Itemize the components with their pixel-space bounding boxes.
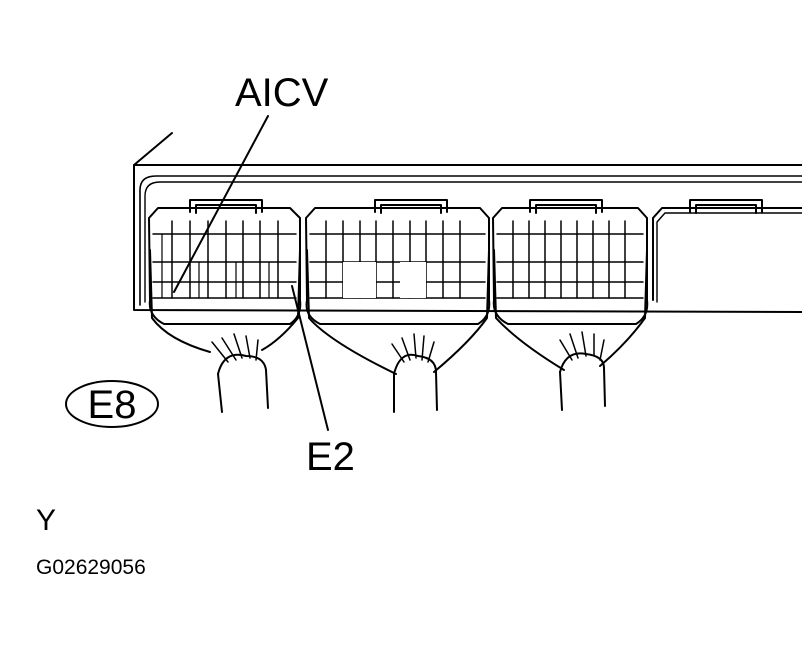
- wire-harness-1: [211, 333, 269, 413]
- y-mark-label: Y: [36, 504, 56, 537]
- wire-harness-2: [391, 333, 438, 413]
- figure-code: G02629056: [36, 556, 146, 579]
- connector-e8: [148, 199, 302, 353]
- connector-right: [492, 199, 649, 371]
- connector-partial: [652, 199, 802, 303]
- ecu-housing: [133, 132, 802, 313]
- connector-middle: [305, 199, 491, 375]
- aicv-leader-line: [173, 115, 269, 293]
- wire-harness-3: [559, 331, 606, 411]
- e2-leader-line: [291, 285, 329, 431]
- e2-label: E2: [306, 435, 355, 479]
- aicv-label: AICV: [235, 71, 329, 115]
- connector-id-label: E8: [88, 383, 137, 427]
- connector-id-badge: [65, 380, 159, 428]
